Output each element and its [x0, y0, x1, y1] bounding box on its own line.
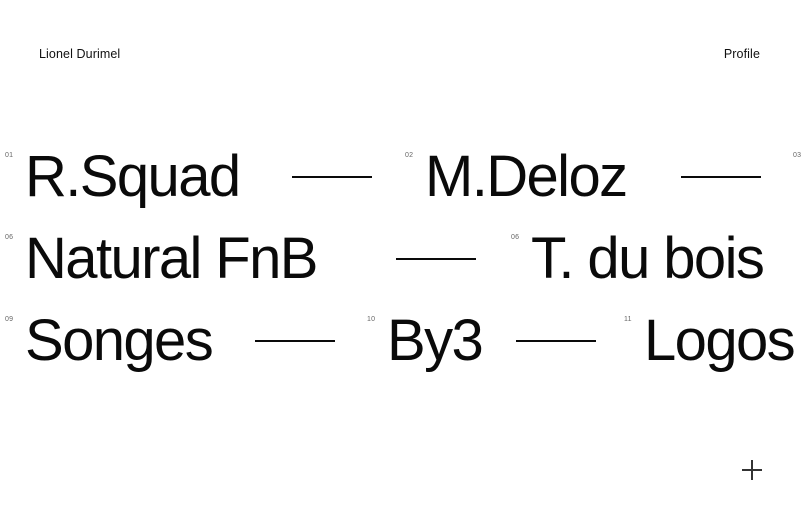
project-index: 11 — [624, 316, 632, 323]
project-title: M.Deloz — [425, 144, 628, 209]
project-title: By3 — [387, 308, 484, 373]
project-title: Logos — [644, 308, 796, 373]
separator-dash — [516, 340, 596, 342]
plus-icon[interactable] — [742, 460, 762, 480]
project-index: 06 — [5, 234, 14, 241]
separator-dash — [255, 340, 335, 342]
project-index: 01 — [5, 152, 14, 159]
project-title: R.Squad — [25, 144, 241, 209]
project-index: 10 — [367, 316, 376, 323]
brand-link[interactable]: Lionel Durimel — [39, 47, 121, 61]
project-title: Songes — [25, 308, 214, 373]
separator-dash — [396, 258, 476, 260]
project-row-1: 01 R.Squad 02 M.Deloz 03 — [0, 142, 801, 212]
project-index: 09 — [5, 316, 14, 323]
project-index: 06 — [511, 234, 520, 241]
separator-dash — [681, 176, 761, 178]
project-row-3: 09 Songes 10 By3 11 Logos — [0, 306, 800, 376]
project-title: T. du bois — [531, 226, 765, 291]
project-index: 03 — [793, 152, 801, 159]
profile-link[interactable]: Profile — [723, 47, 760, 61]
project-index: 02 — [405, 152, 414, 159]
project-title: Natural FnB — [25, 226, 318, 291]
separator-dash — [292, 176, 372, 178]
project-row-2: 06 Natural FnB 06 T. du bois — [0, 224, 800, 294]
